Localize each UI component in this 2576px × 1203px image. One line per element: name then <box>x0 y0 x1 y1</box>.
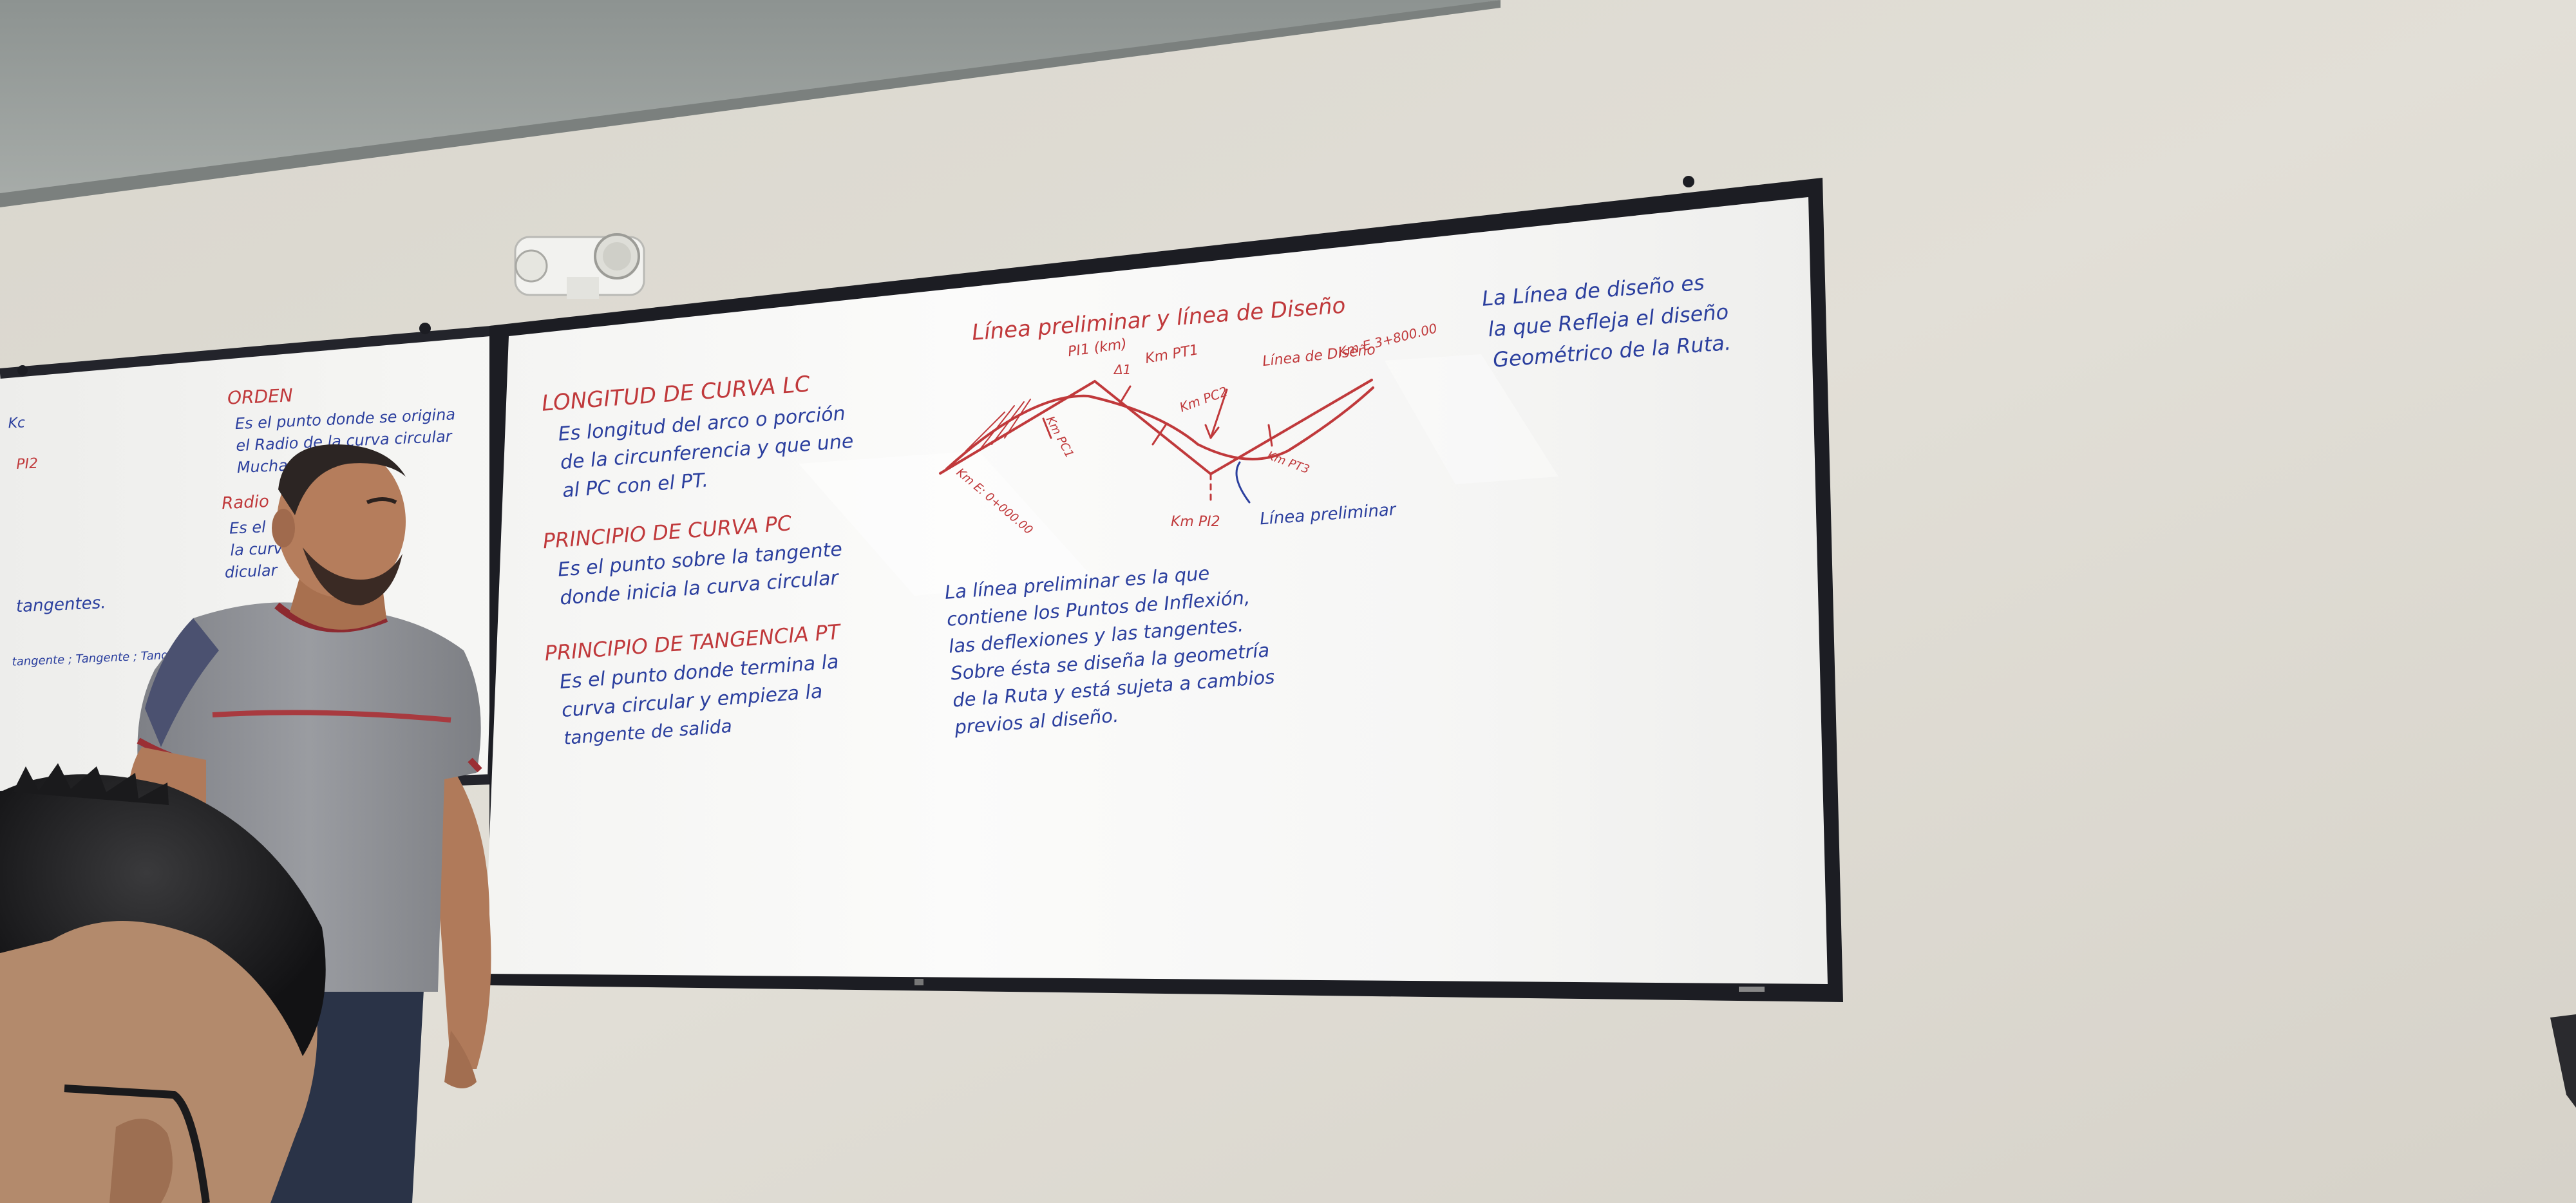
label-delta: Δ1 <box>1114 362 1132 377</box>
right-edge-object <box>2550 1014 2576 1108</box>
main-whiteboard <box>17 176 1843 1002</box>
diagram-labels: PI1 (km) Δ1 Km PT1 Línea de Diseño Km E … <box>927 320 1443 554</box>
emergency-light <box>514 233 645 299</box>
route-diagram <box>939 379 1374 504</box>
student-head <box>0 763 326 1203</box>
label-km-pi2: Km PI2 <box>1171 514 1220 530</box>
